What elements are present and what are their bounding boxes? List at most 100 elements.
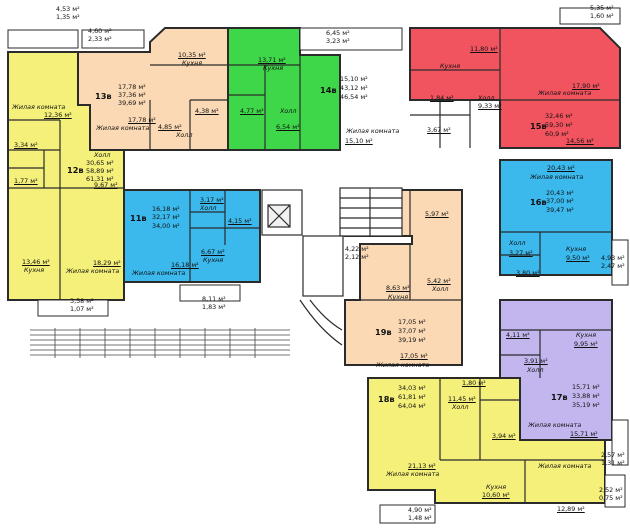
balcony-area-1: 4,53 м² <box>56 5 80 13</box>
apt-number: 14в <box>320 85 337 95</box>
room-area: 1,84 м² <box>430 94 454 102</box>
balcony-area-6: 3,58 м² <box>70 297 94 305</box>
room-area: 9,67 м² <box>94 181 118 189</box>
room-area: 3,27 м² <box>509 249 533 257</box>
balcony-area-11b: 1,48 м² <box>408 514 432 522</box>
room-label: Жилая комната <box>96 124 150 132</box>
room-label: Кухня <box>24 266 45 274</box>
apt-number: 17в <box>551 392 568 402</box>
room-label: Жилая комната <box>538 89 592 97</box>
ramp <box>30 328 290 358</box>
apt-number: 13в <box>95 91 112 101</box>
apt-living: 32,17 м² <box>152 213 180 221</box>
room-label: Жилая комната <box>538 462 592 470</box>
room-area: 4,38 м² <box>195 107 219 115</box>
apt-living: 33,88 м² <box>572 392 600 400</box>
room-label: Холл <box>432 285 449 293</box>
room-area: 11,45 м² <box>448 395 476 403</box>
balcony-area-1b: 1,35 м² <box>56 13 80 21</box>
balcony-area-10b: 0,75 м² <box>599 494 623 502</box>
room-area: 12,36 м² <box>44 111 72 119</box>
apt-total: 15,71 м² <box>572 383 600 391</box>
apt-full: 39,69 м² <box>118 99 146 107</box>
room-area: 3,34 м² <box>14 141 38 149</box>
room-area: 21,13 м² <box>408 462 436 470</box>
room-label: Холл <box>280 107 297 115</box>
room-label: Кухня <box>486 483 507 491</box>
room-area: 4,11 м² <box>506 331 530 339</box>
room-label: Кухня <box>566 245 587 253</box>
room-label: Жилая комната <box>66 267 120 275</box>
balcony-area-4: 5,35 м² <box>590 4 614 12</box>
apt-total: 15,10 м² <box>340 75 368 83</box>
room-area: 17,90 м² <box>572 82 600 90</box>
apt-number: 12в <box>67 165 84 175</box>
room-area: 3,67 м² <box>427 126 451 134</box>
room-area: 17,05 м² <box>400 352 428 360</box>
apt-total: 17,78 м² <box>118 83 146 91</box>
room-label: Жилая комната <box>12 103 66 111</box>
room-area: 16,18 м² <box>171 261 199 269</box>
apt-living: 58,89 м² <box>86 167 114 175</box>
room-area: 3,17 м² <box>200 196 224 204</box>
apt-number: 15в <box>530 121 547 131</box>
apt-living: 37,00 м² <box>546 197 574 205</box>
apartment-fills <box>7 27 621 504</box>
apt-15v-fill <box>409 27 621 149</box>
apt-11v-fill <box>123 189 261 283</box>
room-area: 15,71 м² <box>570 430 598 438</box>
room-area: 12,89 м² <box>557 505 585 513</box>
apt-total: 34,03 м² <box>398 384 426 392</box>
apt-17v-fill <box>499 299 613 441</box>
room-area: 18,29 м² <box>93 259 121 267</box>
apt-full: 34,00 м² <box>152 222 180 230</box>
apt-total: 32,46 м² <box>545 112 573 120</box>
balcony-area-7: 8,11 м² <box>202 295 226 303</box>
apt-total: 16,18 м² <box>152 205 180 213</box>
room-label: Жилая комната <box>386 470 440 478</box>
room-label: Холл <box>200 204 217 212</box>
room-area: 6,67 м² <box>201 248 225 256</box>
balcony-area-6b: 1,07 м² <box>70 305 94 313</box>
room-area: 6,54 м² <box>276 123 300 131</box>
room-area: 20,43 м² <box>547 164 575 172</box>
apt-full: 35,19 м² <box>572 401 600 409</box>
apt-living: 43,12 м² <box>340 84 368 92</box>
room-label: Холл <box>527 366 544 374</box>
room-area: 5,97 м² <box>425 210 449 218</box>
room-area: 9,33 м² <box>478 102 502 110</box>
balcony-area-9b: 1,31 м² <box>601 459 625 467</box>
apt-living: 59,30 м² <box>545 121 573 129</box>
room-area: 17,78 м² <box>128 116 156 124</box>
room-area: 4,85 м² <box>158 123 182 131</box>
balcony-area-10: 2,52 м² <box>599 486 623 494</box>
apt-total: 30,65 м² <box>86 159 114 167</box>
room-label: Кухня <box>203 256 224 264</box>
apt-number: 11в <box>130 213 147 223</box>
apt-total: 17,05 м² <box>398 318 426 326</box>
balconies <box>7 7 629 524</box>
room-area: 4,77 м² <box>240 107 264 115</box>
room-area: 14,56 м² <box>566 137 594 145</box>
room-label: Холл <box>478 94 495 102</box>
room-area: 15,10 м² <box>345 137 373 145</box>
room-area: 9,50 м² <box>566 254 590 262</box>
balcony-area-5b: 2,12 м² <box>345 253 369 261</box>
apt-full: 39,47 м² <box>546 206 574 214</box>
room-area: 5,42 м² <box>427 277 451 285</box>
apt-total: 20,43 м² <box>546 189 574 197</box>
apt-number: 16в <box>530 197 547 207</box>
apt-full: 64,04 м² <box>398 402 426 410</box>
room-label: Холл <box>509 239 526 247</box>
room-area: 9,95 м² <box>574 340 598 348</box>
room-area: 11,80 м² <box>470 45 498 53</box>
balcony-area-8: 4,93 м² <box>601 254 625 262</box>
apt-number: 18в <box>378 394 395 404</box>
apt-living: 37,07 м² <box>398 327 426 335</box>
room-label: Жилая комната <box>132 269 186 277</box>
room-label: Кухня <box>263 64 284 72</box>
balcony-area-4b: 1,60 м² <box>590 12 614 20</box>
room-label: Жилая комната <box>346 127 400 135</box>
apt-living: 37,36 м² <box>118 91 146 99</box>
balcony-area-7b: 1,83 м² <box>202 303 226 311</box>
